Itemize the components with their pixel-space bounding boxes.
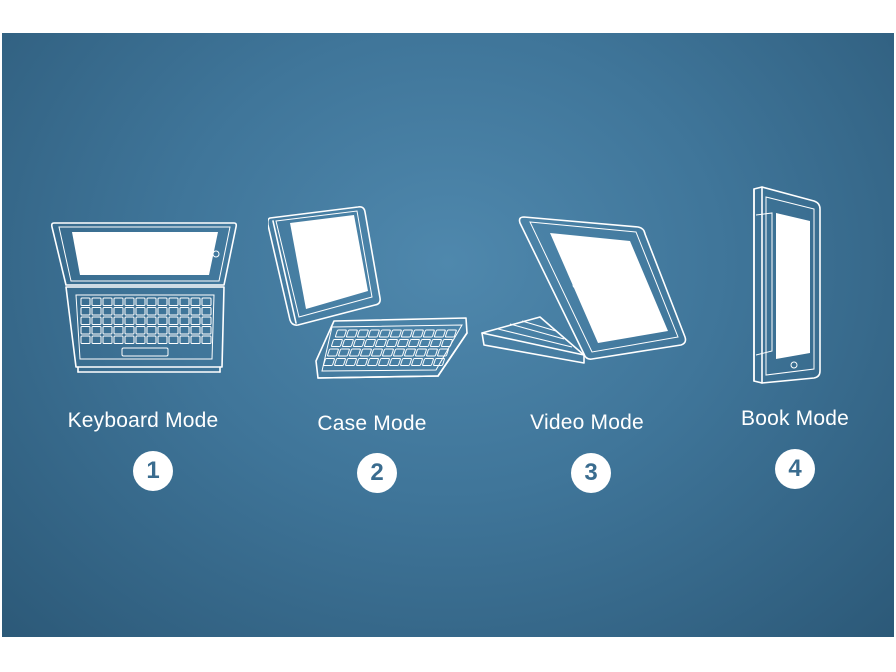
tablet-case-icon bbox=[268, 206, 468, 379]
tablet-book-icon bbox=[753, 186, 821, 384]
mode-label: Video Mode bbox=[530, 411, 644, 434]
mode-label: Keyboard Mode bbox=[67, 409, 219, 432]
mode-number-badge: 4 bbox=[775, 449, 815, 489]
mode-video: Video Mode 3 bbox=[480, 33, 690, 637]
mode-number-badge: 1 bbox=[133, 451, 173, 491]
modes-panel: Keyboard Mode 1 Case Mode 2 bbox=[2, 33, 894, 637]
mode-book: Book Mode 4 bbox=[690, 33, 894, 637]
mode-label: Book Mode bbox=[740, 407, 850, 430]
laptop-keyboard-icon bbox=[50, 222, 238, 373]
mode-number-badge: 2 bbox=[357, 453, 397, 493]
mode-keyboard: Keyboard Mode 1 bbox=[38, 33, 248, 637]
mode-case: Case Mode 2 bbox=[268, 33, 478, 637]
tablet-stand-icon bbox=[481, 216, 687, 364]
mode-label: Case Mode bbox=[317, 412, 427, 435]
mode-number-badge: 3 bbox=[571, 453, 611, 493]
